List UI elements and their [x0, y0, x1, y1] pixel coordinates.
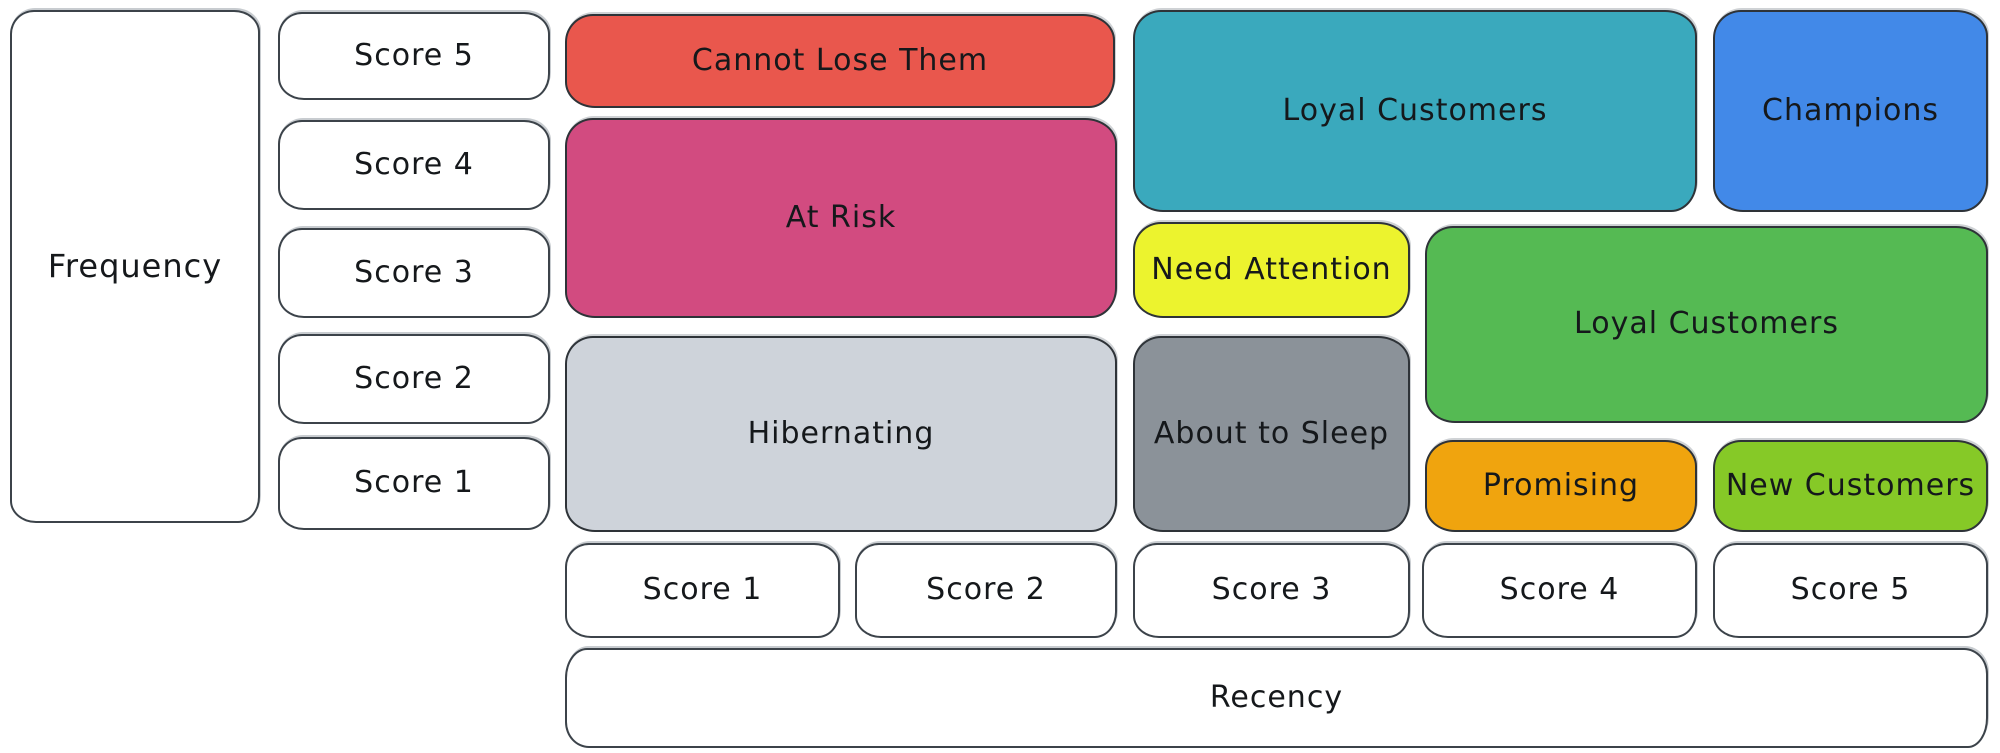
- frequency-score-4-box: Score 4: [278, 120, 550, 210]
- segment-new-customers-label: New Customers: [1725, 467, 1976, 503]
- frequency-score-2-label: Score 2: [354, 360, 474, 396]
- frequency-score-2-box: Score 2: [278, 334, 550, 424]
- segment-need-attention: Need Attention: [1133, 222, 1410, 318]
- recency-score-3-label: Score 3: [1211, 572, 1332, 608]
- frequency-axis-label: Frequency: [47, 247, 223, 286]
- segment-loyal-customers-teal: Loyal Customers: [1133, 10, 1697, 212]
- recency-score-4-box: Score 4: [1422, 543, 1697, 638]
- segment-loyal-customers-teal-label: Loyal Customers: [1282, 92, 1548, 128]
- recency-score-1-box: Score 1: [565, 543, 840, 638]
- frequency-score-5-label: Score 5: [354, 37, 474, 73]
- recency-score-5-label: Score 5: [1790, 572, 1911, 608]
- segment-champions: Champions: [1713, 10, 1988, 212]
- segment-loyal-customers-green-label: Loyal Customers: [1574, 306, 1839, 342]
- frequency-axis-label-box: Frequency: [10, 10, 260, 523]
- recency-score-2-box: Score 2: [855, 543, 1117, 638]
- segment-cannot-lose-them: Cannot Lose Them: [565, 14, 1115, 108]
- recency-axis-label: Recency: [1209, 679, 1344, 715]
- recency-axis-label-box: Recency: [565, 648, 1988, 748]
- segment-about-to-sleep-label: About to Sleep: [1153, 415, 1390, 451]
- segment-at-risk: At Risk: [565, 118, 1117, 318]
- frequency-score-1-box: Score 1: [278, 437, 550, 530]
- segment-hibernating: Hibernating: [565, 336, 1117, 532]
- segment-champions-label: Champions: [1762, 92, 1939, 128]
- segment-cannot-lose-them-label: Cannot Lose Them: [691, 42, 989, 78]
- segment-at-risk-label: At Risk: [785, 199, 897, 235]
- recency-score-1-label: Score 1: [642, 572, 763, 608]
- recency-score-2-label: Score 2: [926, 572, 1046, 608]
- recency-score-5-box: Score 5: [1713, 543, 1988, 638]
- frequency-score-3-box: Score 3: [278, 228, 550, 318]
- segment-promising: Promising: [1425, 440, 1697, 532]
- segment-hibernating-label: Hibernating: [747, 415, 935, 451]
- segment-need-attention-label: Need Attention: [1151, 251, 1392, 287]
- frequency-score-5-box: Score 5: [278, 12, 550, 100]
- frequency-score-1-label: Score 1: [354, 465, 474, 501]
- recency-score-4-label: Score 4: [1499, 572, 1620, 608]
- segment-loyal-customers-green: Loyal Customers: [1425, 226, 1988, 423]
- frequency-score-4-label: Score 4: [354, 146, 474, 182]
- frequency-score-3-label: Score 3: [354, 254, 474, 290]
- segment-about-to-sleep: About to Sleep: [1133, 336, 1410, 532]
- segment-new-customers: New Customers: [1713, 440, 1988, 532]
- recency-score-3-box: Score 3: [1133, 543, 1410, 638]
- segment-promising-label: Promising: [1482, 467, 1640, 503]
